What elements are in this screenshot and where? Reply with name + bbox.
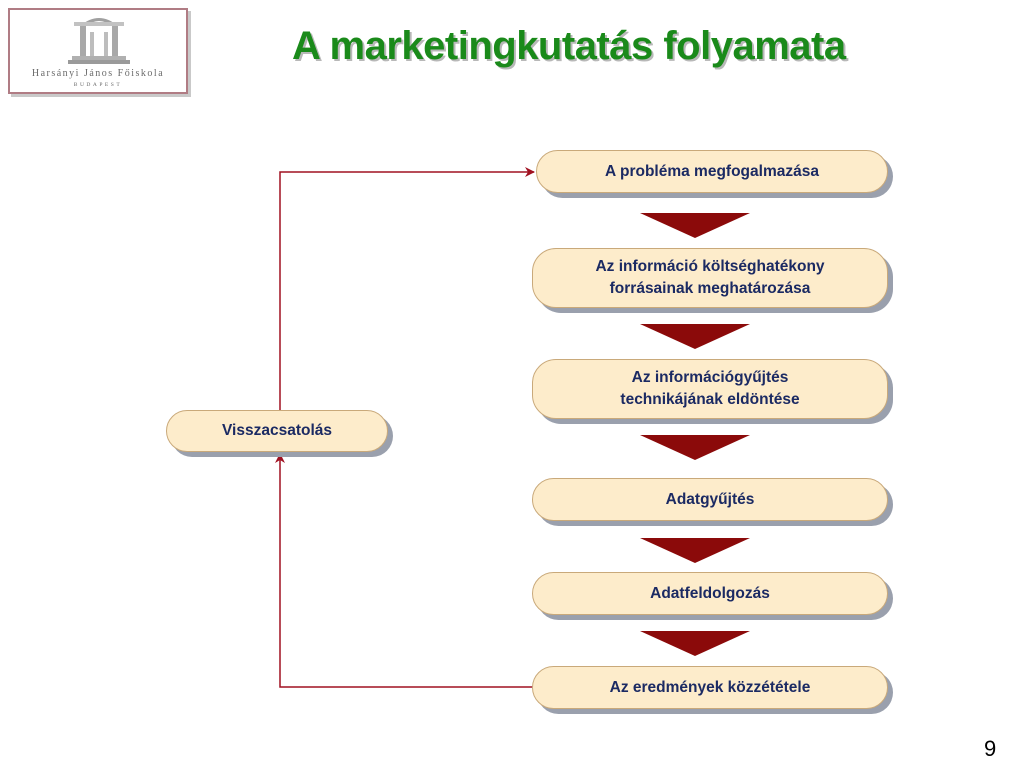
step-results-publication: Az eredmények közzététele (532, 666, 888, 709)
school-logo: Harsányi János Főiskola BUDAPEST (8, 8, 188, 94)
logo-city: BUDAPEST (73, 82, 123, 88)
step-data-collection: Adatgyűjtés (532, 478, 888, 521)
feedback-connector-top (279, 167, 535, 410)
step-problem-definition: A probléma megfogalmazása (536, 150, 888, 193)
feedback-connector-bottom (275, 453, 534, 688)
down-arrow-1 (640, 213, 750, 238)
colonnade-logo-icon (68, 18, 130, 64)
step-label-line1: Az információgyűjtés (631, 369, 789, 386)
step-label: Adatfeldolgozás (650, 584, 770, 602)
step-label: Az eredmények közzététele (609, 678, 811, 696)
step-label-line2: technikájának eldöntése (620, 391, 800, 408)
feedback-label: Visszacsatolás (221, 422, 332, 439)
step-data-processing: Adatfeldolgozás (532, 572, 888, 615)
down-arrow-5 (640, 631, 750, 656)
down-arrow-4 (640, 538, 750, 563)
down-arrow-2 (640, 324, 750, 349)
page-title: A marketingkutatás folyamata (292, 24, 846, 68)
page-number: 9 (984, 736, 997, 761)
logo-school-name: Harsányi János Főiskola (31, 68, 165, 79)
step-label: Adatgyűjtés (665, 490, 755, 508)
step-label-line2: forrásainak meghatározása (609, 280, 811, 297)
feedback-box: Visszacsatolás (166, 410, 388, 452)
step-information-sources: Az információ költséghatékony forrásaina… (532, 248, 888, 308)
step-label: A probléma megfogalmazása (605, 162, 819, 180)
step-label-line1: Az információ költséghatékony (595, 258, 825, 275)
down-arrow-3 (640, 435, 750, 460)
step-collection-technique: Az információgyűjtés technikájának eldön… (532, 359, 888, 419)
